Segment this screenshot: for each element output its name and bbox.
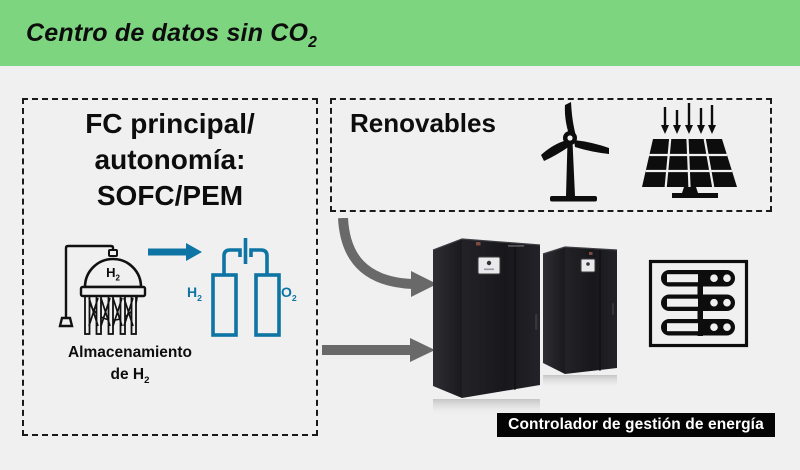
header-banner: Centro de datos sin CO2 [0,0,800,66]
page-title: Centro de datos sin CO2 [26,18,318,51]
fuel-cell-o2-label: O2 [281,284,297,303]
solar-panel-icon [642,103,737,198]
fuel-cell-panel-title: FC principal/ autonomía: SOFC/PEM [85,108,255,211]
fuel-cell-panel: FC principal/ autonomía: SOFC/PEM [22,98,318,436]
renewables-panel: Renovables [330,98,772,212]
renewables-to-ups-arrow [338,218,437,297]
energy-controller-label: Controlador de gestión de energía [497,413,775,437]
renewables-title: Renovables [350,108,496,138]
blue-flow-arrow-icon [148,243,202,261]
h2-tank-label: H2 [106,265,120,283]
h2-storage-caption: Almacenamiento de H2 [67,344,193,387]
ups-cabinet-back [542,246,618,374]
wind-turbine-icon [541,102,609,202]
fuel-cell-icon [211,238,281,337]
server-rack-icon [648,259,749,348]
fuel-cell-h2-label: H2 [187,284,202,303]
h2-storage-tank-icon [58,244,147,335]
ups-cabinet-front [432,238,541,398]
ups-cabinets-image [432,238,618,416]
fuelcell-to-ups-arrow [322,338,435,362]
